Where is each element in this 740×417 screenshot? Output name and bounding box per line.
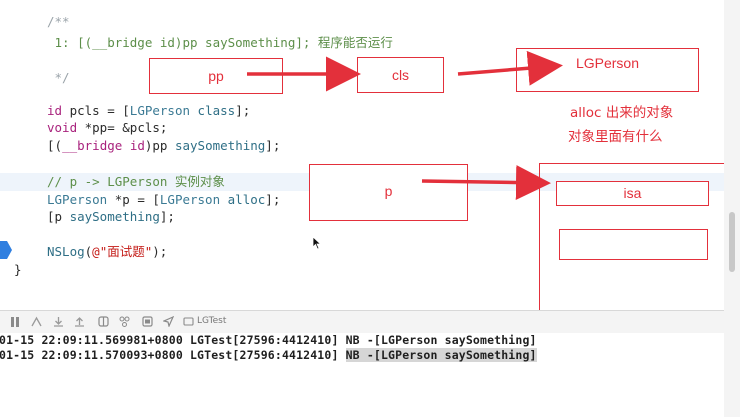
view-hierarchy-icon[interactable] [98,316,109,327]
code-line-bridge-call: [(__bridge id)pp saySomething]; [47,138,281,153]
debug-toolbar: sidebar-toggle-icon LGTest [0,310,724,334]
lgperson-box-label: LGPerson [575,55,640,71]
code-line-question: 1: [(__bridge id)pp saySomething]; 程序能否运… [47,35,393,50]
isa-box: isa [556,181,709,206]
scrollbar-thumb[interactable] [729,212,735,272]
alloc-note-line1: alloc 出来的对象 [570,105,674,121]
code-line-comment-open: /** [47,14,70,29]
step-out-icon[interactable] [74,316,85,327]
editor-scrollbar[interactable] [724,0,740,417]
code-line-pp: void *pp= &pcls; [47,120,168,135]
target-label[interactable]: LGTest [197,316,227,326]
code-line-nslog: NSLog(@"面试题"); [47,244,168,259]
step-over-icon[interactable] [53,316,64,327]
code-line-say: [p saySomething]; [47,209,175,224]
code-line-comment-p: // p -> LGPerson 实例对象 [47,174,225,189]
target-icon[interactable] [183,316,194,327]
code-line-alloc: LGPerson *p = [LGPerson alloc]; [47,192,281,207]
location-icon[interactable] [163,316,174,327]
code-line-pcls: id pcls = [LGPerson class]; [47,103,251,118]
memory-graph-icon[interactable] [119,316,130,327]
p-box-label: p [384,183,393,199]
continue-icon[interactable] [31,316,42,327]
environment-overrides-icon[interactable] [142,316,153,327]
isa-box-label: isa [623,185,642,201]
console-selection: NB -[LGPerson saySomething] [345,348,537,362]
cls-box-label: cls [391,67,410,83]
console-log-line: 01-15 22:09:11.569981+0800 LGTest[27596:… [0,333,537,347]
hide-debug-area-icon[interactable] [11,317,21,327]
breakpoint-marker-icon[interactable] [0,241,12,259]
console-log-line: 01-15 22:09:11.570093+0800 LGTest[27596:… [0,348,537,362]
cls-box: cls [357,57,444,93]
alloc-note-line2: 对象里面有什么 [568,129,663,145]
debug-console[interactable]: 01-15 22:09:11.569981+0800 LGTest[27596:… [0,333,724,417]
p-box: p [309,164,468,221]
empty-field-box [559,229,708,260]
mouse-cursor-icon [312,236,322,250]
arrow-p-to-isa [421,165,551,201]
arrow-cls-to-lgperson [457,50,563,86]
pp-box-label: pp [208,68,224,84]
code-line-closing-brace: } [14,262,22,277]
code-line-comment-close: */ [47,70,70,85]
pp-box: pp [149,58,283,94]
